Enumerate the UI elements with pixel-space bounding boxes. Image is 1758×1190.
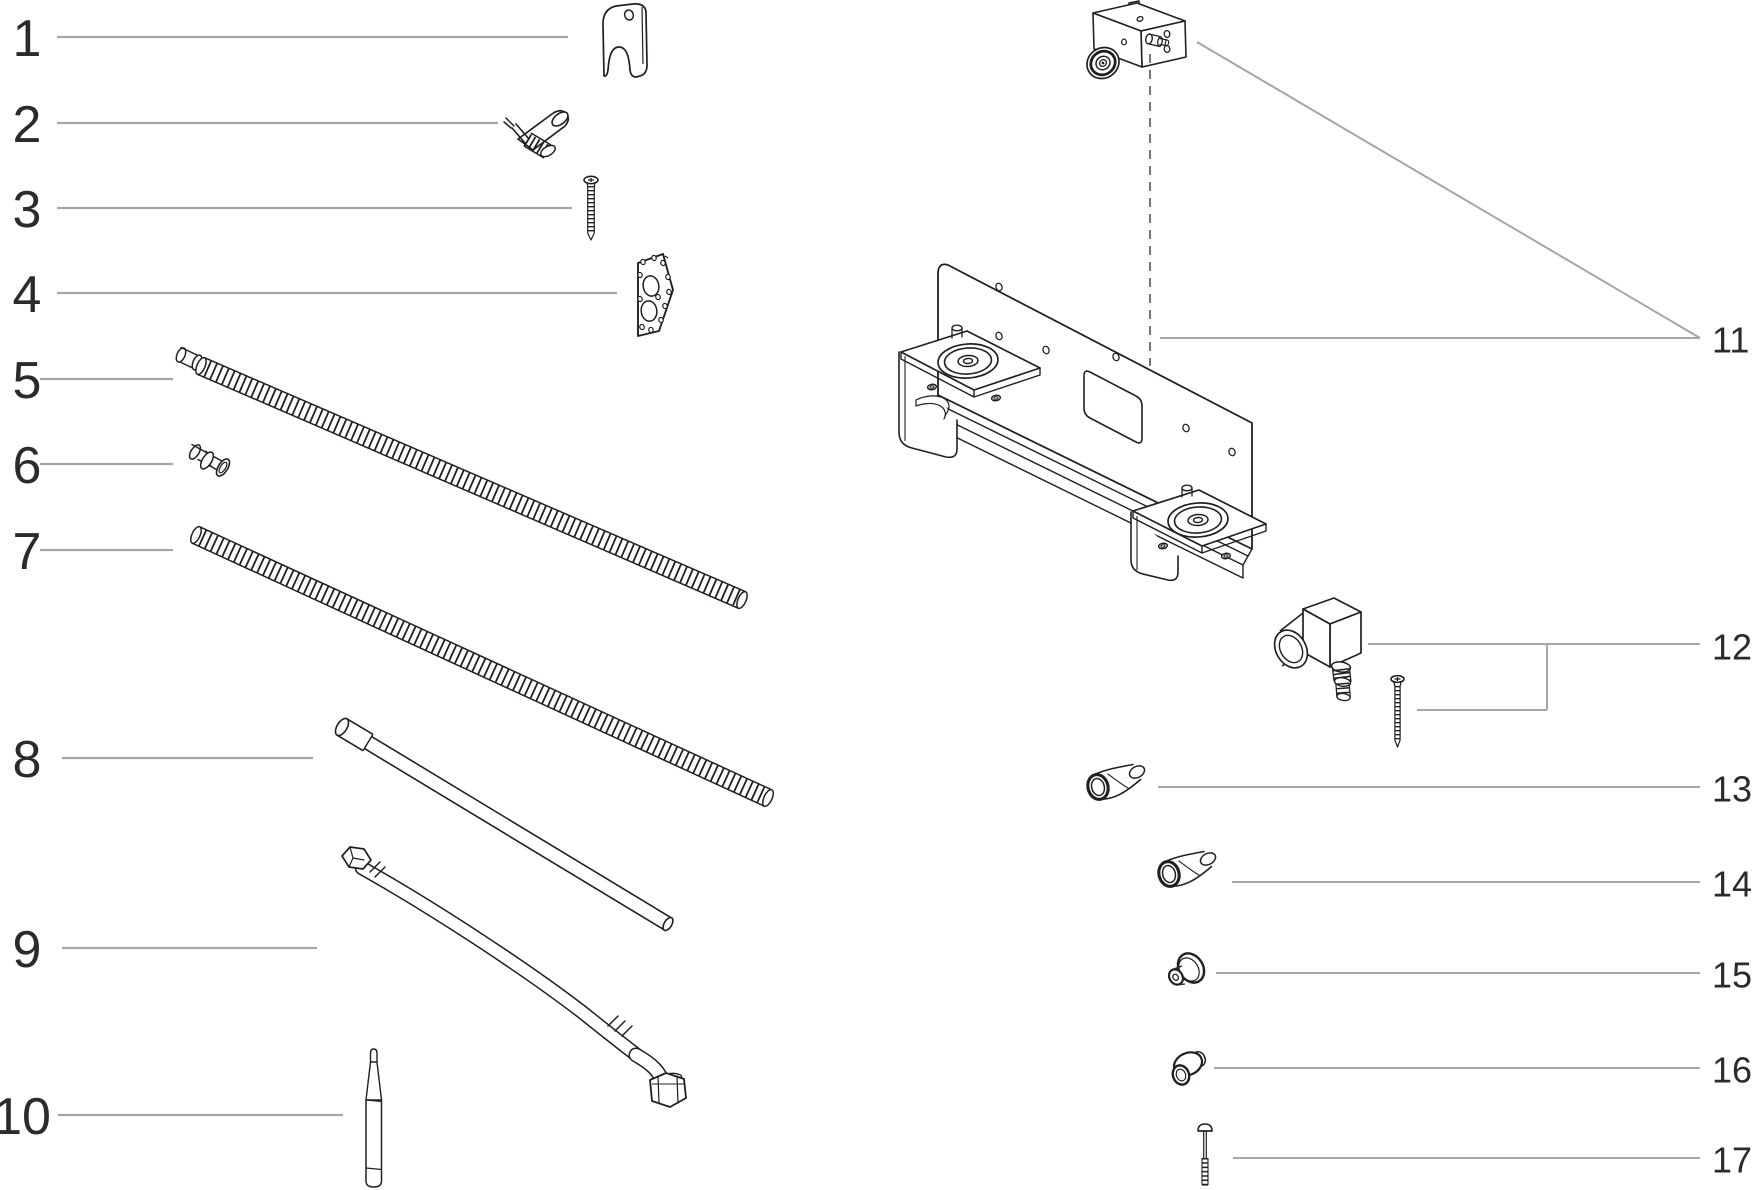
callout-label-8: 8: [13, 731, 42, 789]
callout-label-13: 13: [1712, 769, 1752, 810]
callout-label-1: 1: [13, 10, 42, 68]
callout-label-3: 3: [13, 181, 42, 239]
callout-15: 15: [1167, 952, 1752, 996]
callout-label-6: 6: [13, 437, 42, 495]
callout-17: 17: [1197, 1123, 1752, 1186]
callout-1: 1: [13, 3, 648, 78]
part-cover-shield-plate-drawing: [602, 3, 648, 78]
callout-label-7: 7: [13, 523, 42, 581]
part-main-bracket: [898, 263, 1267, 582]
callout-14: 14: [1157, 850, 1752, 905]
callout-label-14: 14: [1712, 864, 1752, 905]
callout-2: 2: [13, 96, 570, 159]
callout-11: 11: [898, 0, 1749, 582]
part-straight-tube-drawing: [334, 717, 674, 932]
part-burner-gasket-plate-drawing: [637, 253, 674, 337]
callout-8: 8: [13, 717, 674, 932]
callout-label-10: 10: [0, 1088, 51, 1146]
callout-13: 13: [1086, 763, 1752, 810]
callout-7: 7: [13, 523, 775, 808]
callout-4: 4: [13, 253, 674, 337]
part-hose-clamp-fitting-drawing: [503, 109, 570, 159]
callout-label-16: 16: [1712, 1050, 1752, 1091]
callout-3: 3: [13, 175, 599, 241]
callout-5: 5: [13, 346, 748, 610]
part-pan-head-screw-drawing: [1197, 1123, 1213, 1186]
callout-label-2: 2: [13, 96, 42, 154]
leader-line-11: [1196, 41, 1701, 339]
callout-16: 16: [1171, 1050, 1752, 1091]
part-thermocouple-probe-drawing: [365, 1048, 383, 1188]
part-sensor-bracket: [1086, 0, 1187, 80]
callout-10: 10: [0, 1048, 383, 1188]
part-wood-screw-drawing: [583, 175, 599, 241]
part-blanking-plug-drawing: [1171, 1050, 1207, 1086]
part-hose-coupler-sleeve-drawing: [188, 443, 231, 477]
part-corrugated-hose-with-stub-drawing: [175, 346, 748, 610]
callout-label-15: 15: [1712, 955, 1752, 996]
part-grommet-drawing: [1167, 952, 1206, 986]
part-flexible-hose-with-elbow-nut-drawing: [341, 846, 687, 1108]
callout-label-12: 12: [1712, 627, 1752, 668]
callout-label-9: 9: [13, 921, 42, 979]
callout-label-4: 4: [13, 266, 42, 324]
callout-label-11: 11: [1712, 320, 1749, 361]
part-elbow-fitting-drawing: [1157, 850, 1217, 888]
callout-label-17: 17: [1712, 1140, 1752, 1181]
callout-12: 12: [1273, 597, 1752, 748]
callout-label-5: 5: [13, 352, 42, 410]
callout-9: 9: [13, 846, 687, 1108]
part-elbow-fitting-drawing: [1086, 763, 1146, 801]
part-elbow-valve-fitting-with-screw-drawing: [1273, 597, 1405, 748]
part-mounting-bracket-assembly-drawing: [898, 0, 1267, 582]
part-corrugated-hose-drawing: [189, 525, 775, 808]
callout-6: 6: [13, 437, 231, 495]
